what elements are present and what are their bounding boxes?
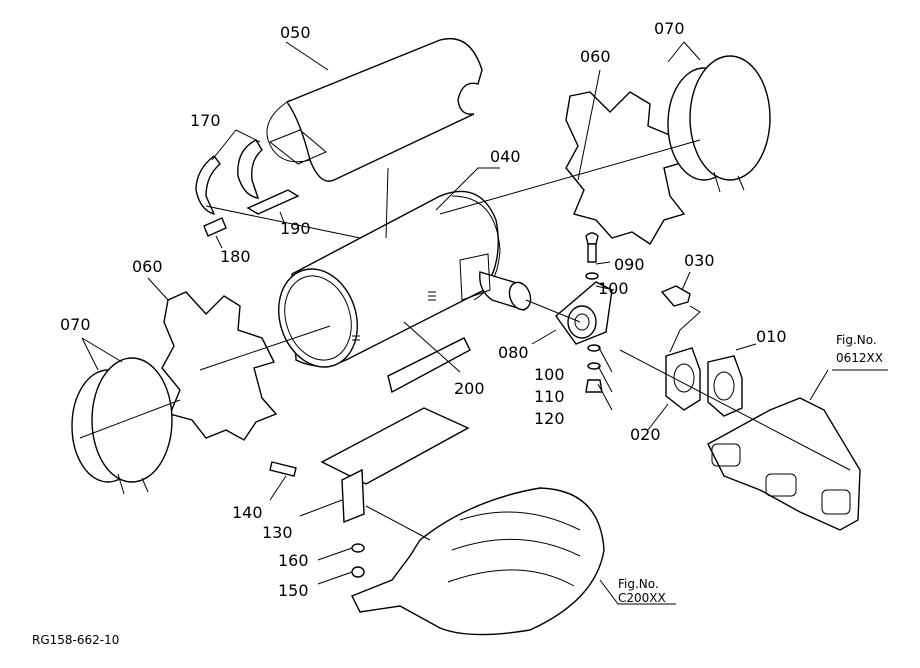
part-label-170: 170: [190, 111, 221, 130]
heat-shield-050: [266, 38, 483, 182]
figure-ref-label: Fig.No.: [618, 577, 659, 591]
part-label-130: 130: [262, 523, 293, 542]
figure-ref-label: Fig.No.: [836, 333, 877, 347]
gasket-060-top: [565, 91, 686, 245]
bracket-130: [320, 407, 470, 524]
part-label-140: 140: [232, 503, 263, 522]
clamp-170: [195, 139, 300, 237]
part-label-070-top: 070: [654, 19, 685, 38]
part-label-190: 190: [280, 219, 311, 238]
figure-ref-c200xx: Fig.No. C200XX: [618, 577, 666, 605]
part-labels: 050 170 190 180 040 060 070 060 070 090 …: [60, 19, 787, 600]
drawing-id: RG158-662-10: [32, 633, 119, 647]
plate-190: [246, 189, 300, 215]
exhaust-manifold: [707, 397, 861, 531]
part-label-020: 020: [630, 425, 661, 444]
part-label-100-bottom: 100: [534, 365, 565, 384]
figure-ref-0612xx: Fig.No. 0612XX: [836, 333, 883, 365]
part-label-030: 030: [684, 251, 715, 270]
bracket-080: [555, 281, 613, 345]
figure-ref-code: 0612XX: [836, 351, 883, 365]
gasket-060-left: [161, 291, 278, 441]
part-label-110: 110: [534, 387, 565, 406]
part-label-100-top: 100: [598, 279, 629, 298]
part-label-060-top: 060: [580, 47, 611, 66]
figure-ref-code: C200XX: [618, 591, 666, 605]
bolt-030: [660, 285, 691, 307]
engine-housing: [351, 487, 605, 636]
gasket-010: [707, 355, 743, 417]
part-label-180: 180: [220, 247, 251, 266]
nuts-150-160: [351, 543, 365, 578]
part-label-050: 050: [280, 23, 311, 42]
bolt-090: [585, 232, 599, 263]
part-label-060-left: 060: [132, 257, 163, 276]
band-clamp-070-left: [71, 357, 173, 495]
part-label-200: 200: [454, 379, 485, 398]
muffler-040: [277, 190, 532, 368]
part-label-160: 160: [278, 551, 309, 570]
band-clamp-070-right: [667, 55, 771, 193]
spacer-180: [203, 217, 227, 237]
bolt-140: [269, 461, 297, 477]
part-label-080: 080: [498, 343, 529, 362]
leader-lines: [79, 41, 888, 605]
part-label-120: 120: [534, 409, 565, 428]
part-label-090: 090: [614, 255, 645, 274]
part-label-040: 040: [490, 147, 521, 166]
part-label-150: 150: [278, 581, 309, 600]
part-label-070-left: 070: [60, 315, 91, 334]
heat-shield-200: [387, 337, 471, 394]
part-label-010: 010: [756, 327, 787, 346]
flange-020: [665, 347, 701, 411]
